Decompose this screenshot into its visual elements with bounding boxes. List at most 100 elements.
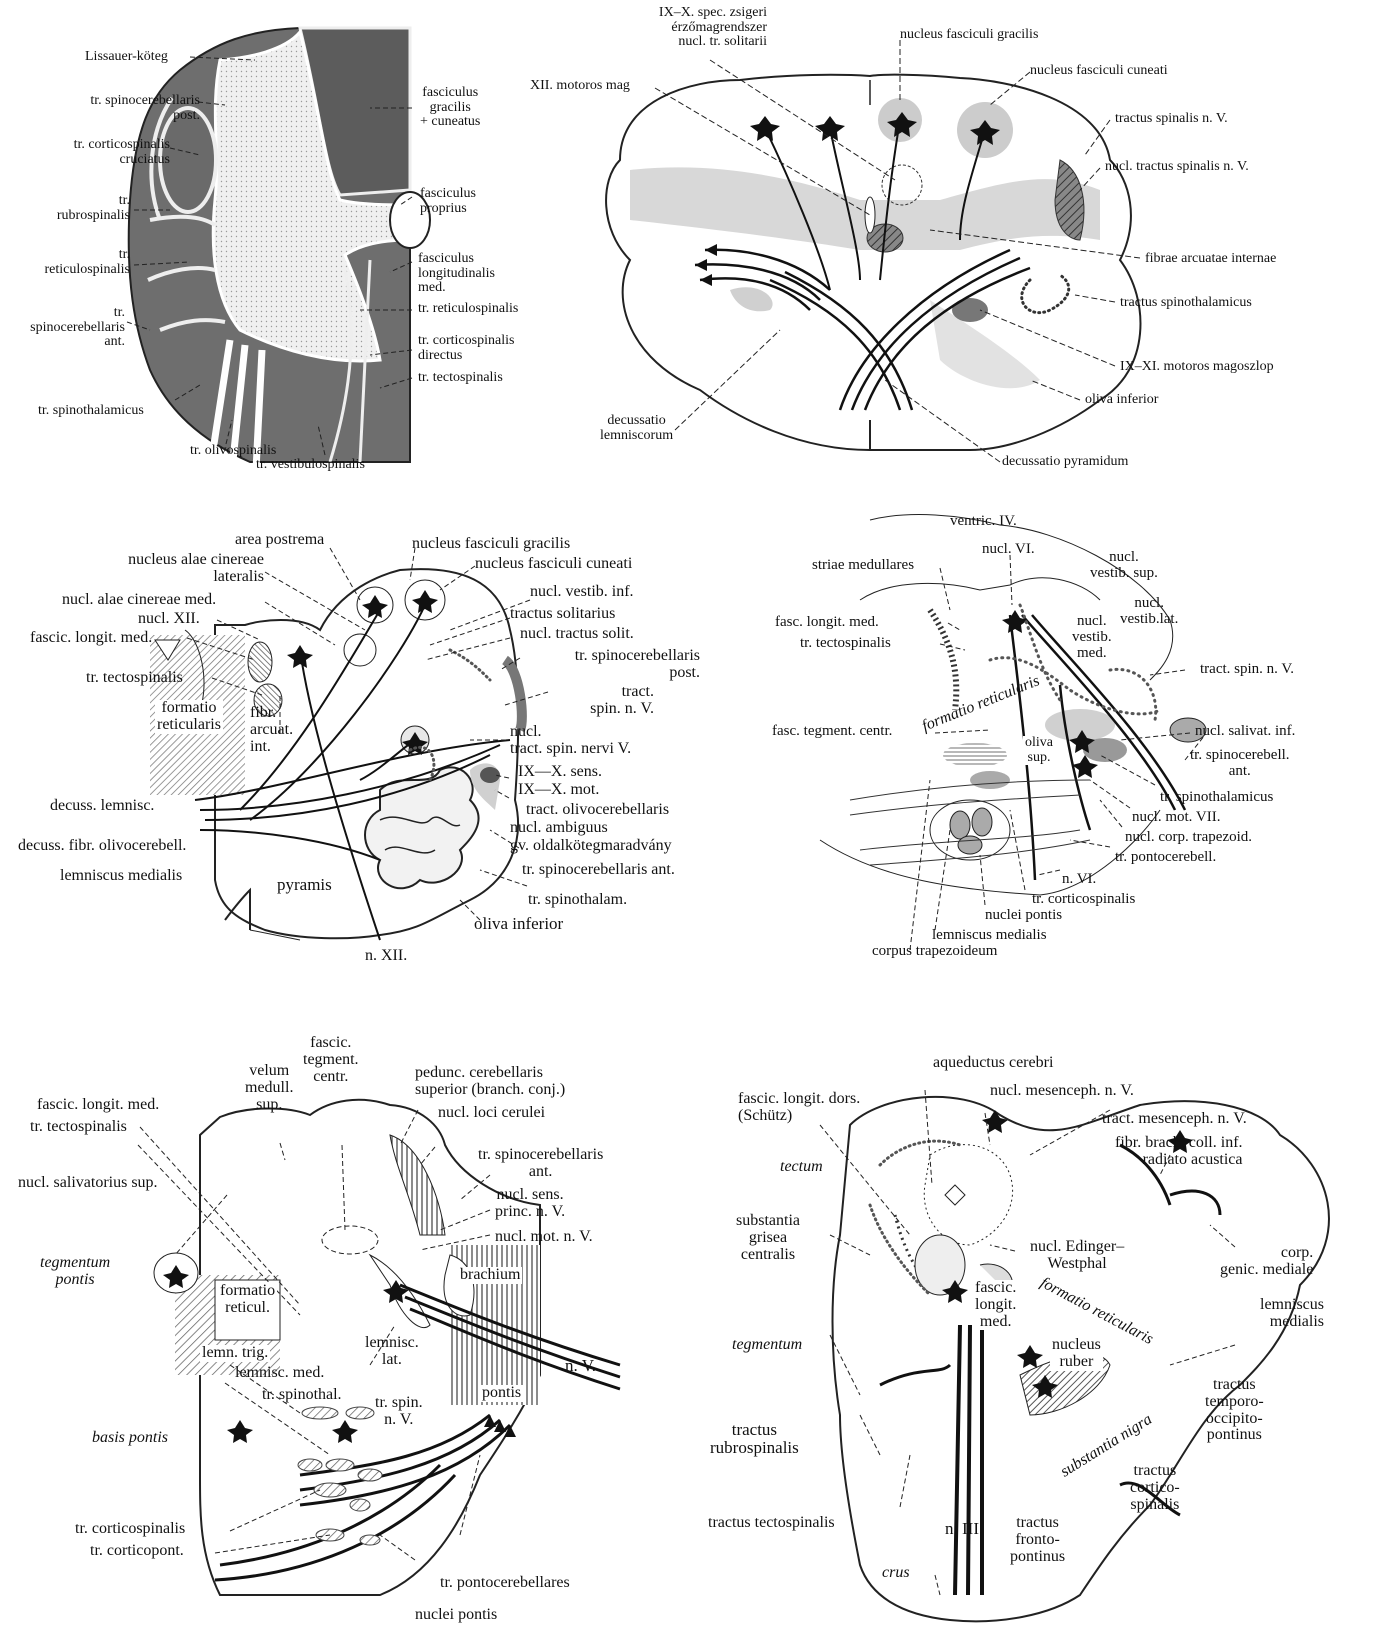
panel-medulla-olive: area postrema nucleus alae cinereae late…: [0, 520, 760, 990]
label-tegmentum-pontis: tegmentum pontis: [40, 1255, 110, 1289]
label-rubrospinalis: tr. rubrospinalis: [30, 194, 130, 223]
label-lemnisc-lat: lemnisc. lat.: [365, 1335, 419, 1369]
label-fibr-brach-coll-inf: fibr. brach. coll. inf. radiato acustica: [1115, 1135, 1243, 1169]
label-tractus-spinothalamicus: tractus spinothalamicus: [1120, 296, 1252, 311]
label-nucl-vestib-med: nucl. vestib. med.: [1072, 614, 1112, 661]
label-tractus-fronto-pontinus: tractus fronto- pontinus: [1010, 1515, 1065, 1565]
label-corticospinalis-cruciatus: tr. corticospinalis cruciatus: [35, 138, 170, 167]
label-lemniscus-medialis: lemniscus medialis: [932, 928, 1047, 944]
label-nucl-vestib-inf: nucl. vestib. inf.: [530, 584, 634, 601]
label-ix-xi-motoros: IX–XI. motoros magoszlop: [1120, 360, 1274, 375]
label-lemn-trig: lemn. trig.: [200, 1345, 270, 1362]
label-tractus-temporo-occipito-pontinus: tractus temporo- occipito- pontinus: [1205, 1377, 1264, 1444]
label-fibr-arcuat-int: fibr. arcuat. int.: [250, 705, 293, 755]
label-nucleus-cuneati: nucleus fasciculi cuneati: [1030, 64, 1168, 79]
label-nucleus-fasciculi-gracilis: nucleus fasciculi gracilis: [412, 536, 570, 553]
label-lemniscus-medialis: lemniscus medialis: [60, 868, 182, 885]
label-oliva-inferior: oliva inferior: [474, 915, 563, 933]
label-tegmentum: tegmentum: [732, 1337, 802, 1354]
label-fasciculus-longitudinalis: fasciculus longitudinalis med.: [418, 252, 495, 296]
label-nucl-ambiguus: nucl. ambiguus: [510, 820, 608, 837]
label-nucl-tractus-solit: nucl. tractus solit.: [520, 626, 634, 643]
label-tr-spinothal: tr. spinothal.: [262, 1387, 342, 1404]
label-ix-x-sens: IX—X. sens.: [518, 764, 602, 781]
label-tract-spin-n-v: tract. spin. n. V.: [1200, 662, 1294, 678]
label-nucl-loci-cerulei: nucl. loci cerulei: [438, 1105, 545, 1122]
label-tractus-spinalis: tractus spinalis n. V.: [1115, 112, 1228, 127]
label-n-v: n. V.: [565, 1357, 596, 1375]
label-fibrae-arcuatae: fibrae arcuatae internae: [1145, 252, 1276, 267]
label-nucl-vestib-sup: nucl. vestib. sup.: [1090, 550, 1158, 582]
label-velum-medull-sup: velum medull. sup.: [245, 1063, 293, 1113]
label-tract-spin-n-v: tract. spin. n. V.: [552, 684, 654, 718]
label-nucl-tract-spin-nervi-v: nucl. tract. spin. nervi V.: [510, 724, 631, 758]
label-crus: crus: [882, 1565, 910, 1582]
panel-medulla-decussation: IX–X. spec. zsigeri érzőmagrendszer nucl…: [540, 0, 1397, 480]
label-nucl-mesenceph: nucl. mesenceph. n. V.: [990, 1083, 1134, 1100]
label-fascic-longit-med: fascic. longit. med.: [37, 1097, 159, 1114]
label-decuss-fibr-olivocerebell: decuss. fibr. olivocerebell.: [18, 838, 186, 855]
label-pontis: pontis: [480, 1385, 523, 1402]
label-lemnisc-med: lemnisc. med.: [235, 1365, 324, 1382]
label-nucl-salivat-inf: nucl. salivat. inf.: [1195, 724, 1295, 740]
label-nucleus-alae-cinereae-lateralis: nucleus alae cinereae lateralis: [114, 552, 264, 586]
label-ventric-iv: ventric. IV.: [950, 514, 1017, 530]
caudal-pons-drawing: [760, 510, 1397, 990]
label-aqueductus-cerebri: aqueductus cerebri: [933, 1055, 1053, 1072]
label-vestibulospinalis: tr. vestibulospinalis: [256, 458, 365, 473]
label-oliva-sup: oliva sup.: [1023, 736, 1055, 765]
label-tectospinalis: tr. tectospinalis: [418, 371, 503, 386]
medulla-decussation-drawing: [540, 0, 1397, 480]
label-oliva-inferior: oliva inferior: [1085, 393, 1158, 408]
label-tractus-corticospinalis: tractus cortico- spinalis: [1130, 1463, 1180, 1513]
label-nucleus-ruber: nucleus ruber: [1050, 1337, 1103, 1371]
label-tr-tectospinalis: tr. tectospinalis: [86, 670, 183, 687]
label-fascic-longit-dors: fascic. longit. dors. (Schütz): [738, 1091, 860, 1125]
label-decussatio-lemniscorum: decussatio lemniscorum: [600, 414, 673, 443]
label-decussatio-pyramidum: decussatio pyramidum: [1002, 455, 1128, 470]
label-nucl-xii: nucl. XII.: [138, 611, 200, 628]
label-corpus-trapezoideum: corpus trapezoideum: [872, 944, 997, 960]
label-area-postrema: area postrema: [235, 532, 324, 549]
label-tr-tectospinalis: tr. tectospinalis: [800, 636, 891, 652]
label-tr-corticospinalis: tr. corticospinalis: [75, 1521, 185, 1538]
label-tr-spin-n-v: tr. spin. n. V.: [375, 1395, 423, 1429]
label-fasciculus-proprius: fasciculus proprius: [420, 187, 476, 216]
label-fasc-tegment-centr: fasc. tegment. centr.: [772, 724, 892, 740]
label-tr-tectospinalis: tr. tectospinalis: [30, 1119, 127, 1136]
panel-mesencephalon: aqueductus cerebri fascic. longit. dors.…: [700, 1035, 1397, 1635]
panel-rostral-pons: fascic. tegment. centr. velum medull. su…: [0, 1035, 700, 1635]
label-tr-spinothalam: tr. spinothalam.: [528, 892, 627, 909]
label-fascic-longit-med: fascic. longit. med.: [30, 630, 152, 647]
label-spinocerebellaris-ant: tr. spinocerebellaris ant.: [0, 306, 125, 350]
label-nuclei-pontis: nuclei pontis: [985, 908, 1062, 924]
label-spinothalamicus: tr. spinothalamicus: [38, 404, 144, 419]
label-tectum: tectum: [780, 1159, 823, 1176]
label-formatio-reticul: formatio reticul.: [218, 1283, 277, 1317]
label-ix-x-mot: IX—X. mot.: [518, 782, 599, 799]
label-gv-oldalkotegmaradvany: gv. oldalkötegmaradvány: [510, 838, 672, 855]
label-tr-spinothalamicus: tr. spinothalamicus: [1160, 790, 1273, 806]
label-tr-corticopont: tr. corticopont.: [90, 1543, 184, 1560]
label-tr-spinocerebell-ant: tr. spinocerebell. ant.: [1190, 748, 1290, 780]
label-corp-genic-mediale: corp. genic. mediale: [1220, 1245, 1313, 1279]
label-substantia-grisea-centralis: substantia grisea centralis: [736, 1213, 800, 1263]
label-reticulospinalis-right: tr. reticulospinalis: [418, 302, 518, 317]
label-pedunc-cerebellaris: pedunc. cerebellaris superior (branch. c…: [415, 1065, 565, 1099]
label-tr-pontocerebell: tr. pontocerebell.: [1115, 850, 1216, 866]
label-fascic-tegment-centr: fascic. tegment. centr.: [303, 1035, 359, 1085]
label-n-xii: n. XII.: [365, 948, 407, 965]
label-xii-motoros-mag: XII. motoros mag: [530, 79, 630, 94]
label-nucl-alae-cinereae-med: nucl. alae cinereae med.: [62, 592, 216, 609]
label-corticospinalis-directus: tr. corticospinalis directus: [418, 334, 514, 363]
label-tractus-tectospinalis: tractus tectospinalis: [708, 1515, 835, 1532]
label-nucl-edinger-westphal: nucl. Edinger– Westphal: [1030, 1239, 1124, 1273]
label-nucl-sens-princ: nucl. sens. princ. n. V.: [495, 1187, 565, 1221]
label-n-iii: n. III.: [945, 1520, 983, 1538]
label-tr-spinocerebellaris-ant: tr. spinocerebellaris ant.: [522, 862, 675, 879]
panel-caudal-pons: ventric. IV. nucl. VI. striae medullares…: [760, 510, 1397, 990]
label-basis-pontis: basis pontis: [92, 1430, 168, 1447]
panel-spinal-cord: Lissauer-köteg tr. spinocerebellaris pos…: [0, 0, 560, 480]
label-tract-mesenceph: tract. mesenceph. n. V.: [1102, 1111, 1247, 1128]
label-tr-spinocerebellaris-post: tr. spinocerebellaris post.: [530, 648, 700, 682]
